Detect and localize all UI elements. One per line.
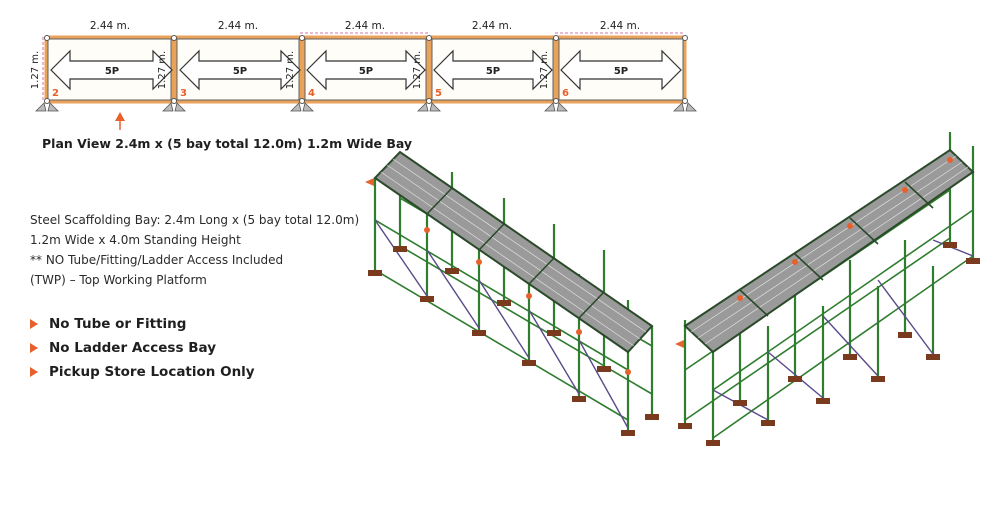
bay-width-label: 2.44 m.	[90, 20, 130, 32]
support-icons	[35, 102, 697, 112]
bay-depth-label: 1.27 m.	[412, 51, 423, 89]
bay-width-label: 2.44 m.	[345, 20, 385, 32]
bay-depth-label: 1.27 m.	[30, 51, 41, 89]
bay-description: Steel Scaffolding Bay: 2.4m Long x (5 ba…	[30, 210, 359, 290]
description-line: 1.2m Wide x 4.0m Standing Height	[30, 233, 241, 247]
feature-item: No Tube or Fitting	[30, 312, 255, 336]
bay-number: 4	[308, 88, 315, 99]
bay-number: 5	[435, 88, 442, 99]
pointer-arrow-icon	[115, 112, 125, 130]
triangle-bullet-icon	[30, 343, 38, 353]
description-line: (TWP) – Top Working Platform	[30, 273, 207, 287]
bay-load-label: 5P	[614, 66, 628, 77]
bay-load-label: 5P	[233, 66, 247, 77]
scaffold-isometric-right	[675, 132, 980, 446]
double-arrow-icon	[50, 49, 173, 91]
bay-depth-label: 1.27 m.	[285, 51, 296, 89]
double-arrow-icon	[433, 49, 553, 91]
bay-depth-label: 1.27 m.	[157, 51, 168, 89]
plan-view-diagram: 2.44 m. 2.44 m. 2.44 m. 2.44 m. 2.44 m. …	[30, 20, 697, 130]
bay-number: 6	[562, 88, 569, 99]
scaffold-isometric-left	[365, 150, 659, 436]
double-arrow-icon	[179, 49, 301, 91]
bay-width-label: 2.44 m.	[600, 20, 640, 32]
bay-number: 2	[52, 88, 59, 99]
plan-view-caption: Plan View 2.4m x (5 bay total 12.0m) 1.2…	[42, 136, 413, 151]
bay-load-label: 5P	[105, 66, 119, 77]
bay-width-label: 2.44 m.	[218, 20, 258, 32]
bay-number: 3	[180, 88, 187, 99]
feature-item: Pickup Store Location Only	[30, 360, 255, 384]
triangle-bullet-icon	[30, 319, 38, 329]
bay-load-label: 5P	[486, 66, 500, 77]
double-arrow-icon	[306, 49, 426, 91]
triangle-bullet-icon	[30, 367, 38, 377]
double-arrow-icon	[560, 49, 682, 91]
description-line: Steel Scaffolding Bay: 2.4m Long x (5 ba…	[30, 213, 360, 227]
feature-item: No Ladder Access Bay	[30, 336, 255, 360]
bay-width-label: 2.44 m.	[472, 20, 512, 32]
bay-depth-label: 1.27 m.	[539, 51, 550, 89]
description-line: ** NO Tube/Fitting/Ladder Access Include…	[30, 253, 284, 267]
bay-load-label: 5P	[359, 66, 373, 77]
feature-list: No Tube or Fitting No Ladder Access Bay …	[30, 312, 255, 384]
